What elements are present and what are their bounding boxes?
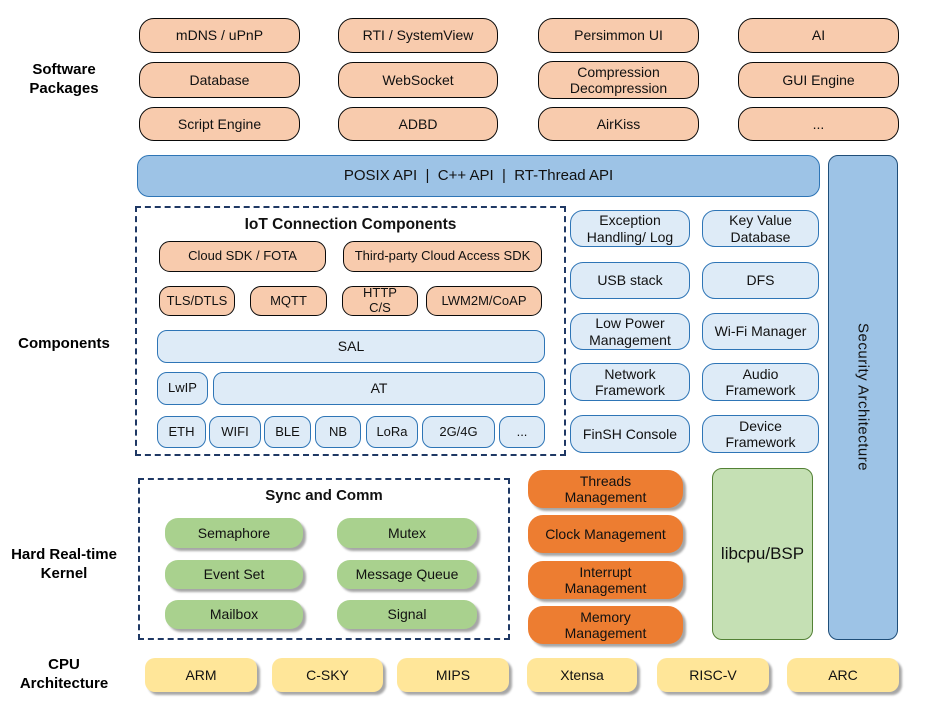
package-mdns-upnp: mDNS / uPnP: [139, 18, 300, 53]
iot-lwm2m-coap: LWM2M/CoAP: [426, 286, 542, 316]
iot-mqtt: MQTT: [250, 286, 327, 316]
iot-tls-dtls: TLS/DTLS: [159, 286, 235, 316]
package-ai: AI: [738, 18, 899, 53]
svc-audio-framework: Audio Framework: [702, 363, 819, 401]
package-more: ...: [738, 107, 899, 141]
security-architecture-bar: Security Architecture: [828, 155, 898, 640]
section-label-cpu-architecture: CPU Architecture: [19, 656, 109, 692]
kernel-threads-management: Threads Management: [528, 470, 683, 508]
cpu-arc: ARC: [787, 658, 899, 692]
iot-link-wifi: WIFI: [209, 416, 261, 448]
cpu-arm: ARM: [145, 658, 257, 692]
svc-key-value-database: Key Value Database: [702, 210, 819, 247]
iot-link-ble: BLE: [264, 416, 311, 448]
kernel-interrupt-management: Interrupt Management: [528, 561, 683, 599]
iot-at-layer: AT: [213, 372, 545, 405]
iot-components-group: [135, 206, 566, 456]
sync-and-comm-title: Sync and Comm: [265, 487, 383, 504]
iot-http-cs: HTTP C/S: [342, 285, 418, 316]
iot-third-party-cloud-sdk: Third-party Cloud Access SDK: [343, 241, 542, 272]
cpu-c-sky: C-SKY: [272, 658, 383, 692]
iot-cloud-sdk-fota: Cloud SDK / FOTA: [159, 241, 326, 272]
iot-link-nb: NB: [315, 416, 361, 448]
package-persimmon-ui: Persimmon UI: [538, 18, 699, 53]
section-label-kernel: Hard Real-time Kernel: [11, 546, 117, 582]
iot-components-title: IoT Connection Components: [244, 216, 457, 233]
svc-low-power-management: Low Power Management: [570, 313, 690, 350]
package-websocket: WebSocket: [338, 62, 498, 98]
iot-sal-layer: SAL: [157, 330, 545, 363]
package-gui-engine: GUI Engine: [738, 62, 899, 98]
section-label-software-packages: Software Packages: [29, 61, 99, 97]
kernel-event-set: Event Set: [165, 560, 303, 589]
package-compression-decompression: Compression Decompression: [538, 61, 699, 99]
svc-network-framework: Network Framework: [570, 363, 690, 401]
kernel-semaphore: Semaphore: [165, 518, 303, 548]
svc-wifi-manager: Wi-Fi Manager: [702, 313, 819, 350]
svc-usb-stack: USB stack: [570, 262, 690, 299]
svc-dfs: DFS: [702, 262, 819, 299]
sync-and-comm-group: [138, 478, 510, 640]
section-label-components: Components: [18, 334, 110, 352]
iot-link-eth: ETH: [157, 416, 206, 448]
package-rti-systemview: RTI / SystemView: [338, 18, 498, 53]
package-database: Database: [139, 62, 300, 98]
iot-link-more: ...: [499, 416, 545, 448]
kernel-memory-management: Memory Management: [528, 606, 683, 644]
cpu-xtensa: Xtensa: [527, 658, 637, 692]
iot-lwip: LwIP: [157, 372, 208, 405]
iot-link-2g4g: 2G/4G: [422, 416, 495, 448]
kernel-libcpu-bsp: libcpu/BSP: [712, 468, 813, 640]
api-layer-bar: POSIX API | C++ API | RT-Thread API: [137, 155, 820, 197]
svc-exception-handling-log: Exception Handling/ Log: [570, 210, 690, 247]
kernel-signal: Signal: [337, 600, 477, 629]
kernel-mutex: Mutex: [337, 518, 477, 548]
kernel-message-queue: Message Queue: [337, 560, 477, 589]
kernel-clock-management: Clock Management: [528, 515, 683, 553]
svc-device-framework: Device Framework: [702, 415, 819, 453]
kernel-mailbox: Mailbox: [165, 600, 303, 629]
package-script-engine: Script Engine: [139, 107, 300, 141]
cpu-risc-v: RISC-V: [657, 658, 769, 692]
svc-finsh-console: FinSH Console: [570, 415, 690, 453]
package-adbd: ADBD: [338, 107, 498, 141]
cpu-mips: MIPS: [397, 658, 509, 692]
package-airkiss: AirKiss: [538, 107, 699, 141]
iot-link-lora: LoRa: [366, 416, 418, 448]
